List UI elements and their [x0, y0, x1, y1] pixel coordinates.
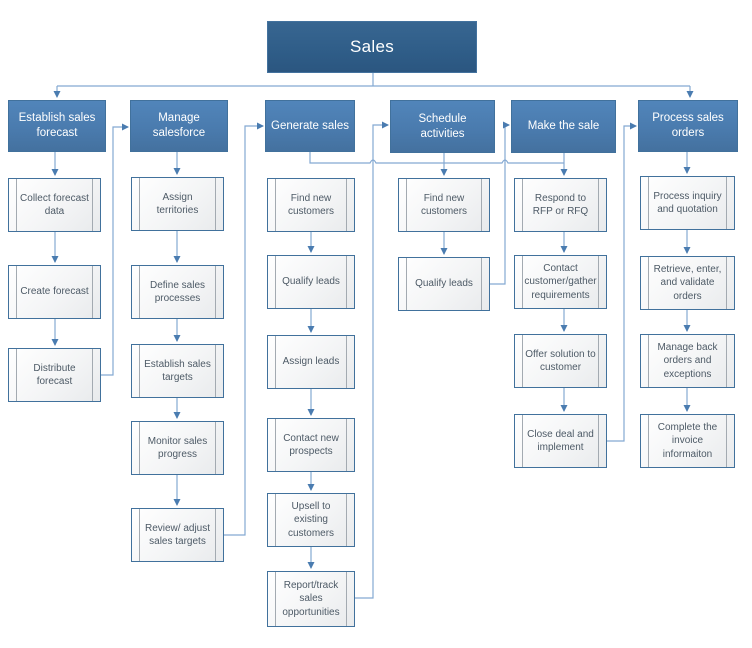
step-assign-territories: Assign territories: [131, 177, 224, 231]
step-collect-forecast-data: Collect forecast data: [8, 178, 101, 232]
step-offer-solution-to-customer: Offer solution to customer: [514, 334, 607, 388]
step-manage-back-orders-exceptions: Manage back orders and exceptions: [640, 334, 735, 388]
step-process-inquiry-and-quotation: Process inquiry and quotation: [640, 176, 735, 230]
step-establish-sales-targets: Establish sales targets: [131, 344, 224, 398]
step-qualify-leads-generate: Qualify leads: [267, 255, 355, 309]
step-complete-invoice-information: Complete the invoice informaiton: [640, 414, 735, 468]
step-find-new-customers-schedule: Find new customers: [398, 178, 490, 232]
step-contact-new-prospects: Contact new prospects: [267, 418, 355, 472]
step-contact-customer-gather-requirements: Contact customer/gather requirements: [514, 255, 607, 309]
branch-schedule-activities: Schedule activities: [390, 100, 495, 153]
step-distribute-forecast: Distribute forecast: [8, 348, 101, 402]
step-define-sales-processes: Define sales processes: [131, 265, 224, 319]
branch-manage-salesforce: Manage salesforce: [130, 100, 228, 152]
step-report-track-sales-opportunities: Report/track sales opportunities: [267, 571, 355, 627]
step-upsell-existing-customers: Upsell to existing customers: [267, 493, 355, 547]
branch-generate-sales: Generate sales: [265, 100, 355, 152]
branch-make-the-sale: Make the sale: [511, 100, 616, 153]
step-respond-to-rfp-rfq: Respond to RFP or RFQ: [514, 178, 607, 232]
step-retrieve-enter-validate-orders: Retrieve, enter, and validate orders: [640, 256, 735, 310]
step-assign-leads: Assign leads: [267, 335, 355, 389]
step-create-forecast: Create forecast: [8, 265, 101, 319]
branch-process-sales-orders: Process sales orders: [638, 100, 738, 152]
root-node-sales: Sales: [267, 21, 477, 73]
branch-establish-sales-forecast: Establish sales forecast: [8, 100, 106, 152]
step-qualify-leads-schedule: Qualify leads: [398, 257, 490, 311]
step-close-deal-and-implement: Close deal and implement: [514, 414, 607, 468]
step-find-new-customers-generate: Find new customers: [267, 178, 355, 232]
step-review-adjust-sales-targets: Review/ adjust sales targets: [131, 508, 224, 562]
step-monitor-sales-progress: Monitor sales progress: [131, 421, 224, 475]
